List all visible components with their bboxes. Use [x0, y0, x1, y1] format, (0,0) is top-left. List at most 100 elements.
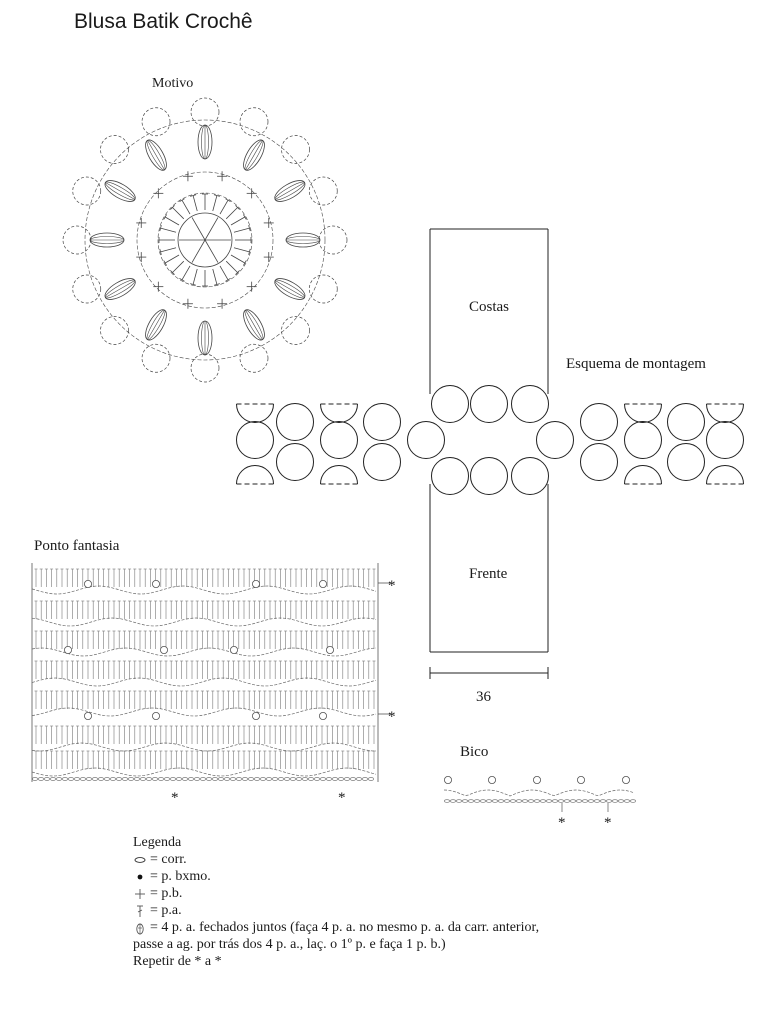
motif-stitch-top	[213, 194, 220, 197]
cluster-stitch	[159, 646, 168, 655]
stitch-pattern-label: Ponto fantasia	[34, 538, 120, 554]
chain-stitch	[456, 799, 462, 803]
motif-petal	[145, 139, 167, 171]
chain-stitch	[522, 799, 528, 803]
edging-picot	[533, 776, 542, 785]
chain-stitch	[356, 777, 362, 781]
legend-item: = 4 p. a. fechados juntos (faça 4 p. a. …	[133, 919, 539, 936]
repeat-marker-bottom-left: *	[171, 790, 179, 806]
chain-stitch	[498, 799, 504, 803]
chain-stitch	[368, 777, 374, 781]
chain-stitch	[320, 777, 326, 781]
motif-circle	[431, 457, 469, 495]
half-motif	[320, 465, 358, 485]
chain-stitch	[32, 777, 38, 781]
chain-stitch	[140, 777, 146, 781]
motif-chain-ring	[84, 119, 326, 361]
motif-stitch	[230, 216, 246, 226]
half-motif	[236, 465, 274, 485]
cluster-stitch	[64, 646, 73, 655]
cluster-stitch	[151, 580, 160, 589]
chain-stitch	[278, 777, 284, 781]
motif-stitch	[225, 207, 238, 220]
chain-stitch	[134, 777, 140, 781]
chain-stitch	[344, 777, 350, 781]
legend-item-text: = p.b.	[150, 886, 183, 901]
motif-circle	[320, 421, 358, 459]
motif-circle	[276, 403, 314, 441]
motif-stitch	[219, 199, 229, 215]
chain-stitch	[44, 777, 50, 781]
chain-stitch	[468, 799, 474, 803]
cluster-stitch	[84, 712, 93, 721]
front-panel	[429, 484, 549, 653]
chain-stitch	[462, 799, 468, 803]
chain-stitch	[534, 799, 540, 803]
motif-petal	[197, 320, 213, 356]
legend-item-text: = p. bxmo.	[150, 869, 211, 884]
repeat-marker-top: *	[388, 578, 396, 594]
chain-stitch	[68, 777, 74, 781]
chain-stitch	[444, 799, 450, 803]
edging-chain-arc	[443, 789, 634, 797]
chain-wave	[31, 647, 377, 657]
motif-stitch	[181, 199, 191, 215]
chain-stitch	[98, 777, 104, 781]
motif-stitch	[233, 247, 250, 253]
chain-stitch	[128, 777, 134, 781]
chain-stitch	[308, 777, 314, 781]
chain-stitch	[122, 777, 128, 781]
motif-stitch-top	[190, 194, 197, 197]
chain-stitch	[248, 777, 254, 781]
chain-stitch	[594, 799, 600, 803]
chain-stitch	[528, 799, 534, 803]
cluster-stitch	[251, 580, 260, 589]
chain-stitch	[516, 799, 522, 803]
motif-stitch-top	[163, 214, 168, 220]
chain-stitch	[546, 799, 552, 803]
motif-scallop	[62, 225, 92, 255]
chain-stitch	[350, 777, 356, 781]
chain-stitch	[540, 799, 546, 803]
motif-scallop	[281, 135, 310, 164]
motif-petal	[145, 309, 167, 341]
motif-scallop	[190, 97, 220, 127]
motif-stitch-top	[225, 198, 231, 203]
motif-chain-ring	[157, 192, 253, 288]
chain-stitch	[474, 799, 480, 803]
chain-stitch	[260, 777, 266, 781]
motif-circle	[536, 421, 574, 459]
chain-stitch	[146, 777, 152, 781]
legend-item: = p. bxmo.	[133, 868, 539, 885]
chain-stitch	[570, 799, 576, 803]
width-dimension	[429, 667, 549, 679]
motif-scallop	[100, 316, 129, 345]
legend-item: = corr.	[133, 851, 539, 868]
chain-stitch	[110, 777, 116, 781]
chain-stitch	[266, 777, 272, 781]
chain-wave	[31, 677, 377, 687]
chain-stitch	[480, 799, 486, 803]
repeat-marker-middle: *	[388, 709, 396, 725]
motif-scallop	[141, 107, 171, 137]
motif-stitch	[230, 254, 246, 264]
chain-stitch	[612, 799, 618, 803]
motif-stitch-top	[235, 205, 240, 210]
chain-stitch	[80, 777, 86, 781]
single-crochet-icon	[133, 888, 147, 900]
edging-label: Bico	[460, 744, 489, 760]
motif-spoke	[191, 217, 206, 241]
chain-stitch	[618, 799, 624, 803]
chain-stitch	[338, 777, 344, 781]
edging-picot	[622, 776, 631, 785]
chain-stitch	[326, 777, 332, 781]
motif-stitch	[192, 268, 198, 285]
motif-spoke	[204, 217, 219, 241]
motif-circle	[667, 443, 705, 481]
motif-scallop	[100, 135, 129, 164]
chain-stitch	[254, 777, 260, 781]
double-crochet-icon	[133, 904, 147, 918]
chain-stitch	[510, 799, 516, 803]
